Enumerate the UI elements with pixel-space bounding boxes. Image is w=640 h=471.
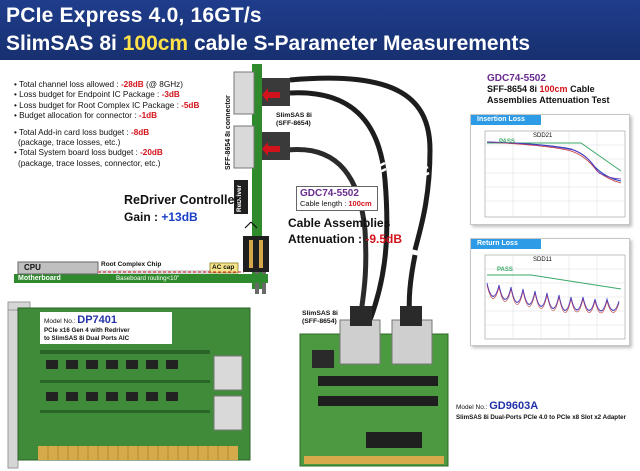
- pcie-slot-contact: [249, 240, 253, 268]
- spec-item: • Loss budget for Endpoint IC Package : …: [14, 90, 180, 100]
- spec-item: • Total System board loss budget : -20dB: [14, 148, 163, 158]
- sdd21-curve: [486, 141, 622, 184]
- cable-plug: [350, 306, 372, 326]
- slimsas-top-label: SlimSAS 8i(SFF-8654): [276, 112, 312, 127]
- header-title-line1: PCIe Express 4.0, 16GT/s: [6, 4, 262, 27]
- loss-budget-list: • Total channel loss allowed : -28dB (@ …: [14, 80, 199, 169]
- model-label-right: Model No.: GD9603A SlimSAS 8i Dual-Ports…: [456, 400, 626, 421]
- motherboard-label: Motherboard: [18, 275, 61, 282]
- cpu-chip: [17, 261, 99, 275]
- spec-item: • Total Add-in card loss budget : -8dB: [14, 127, 150, 137]
- return-loss-tab: Return Loss: [471, 239, 541, 249]
- bracket: [7, 301, 19, 469]
- cpu-label: CPU: [24, 263, 41, 272]
- pass-limit-line: [487, 274, 622, 290]
- slimsas-port: [213, 355, 243, 391]
- insertion-loss-tab: Insertion Loss: [471, 115, 541, 125]
- spec-item: • Total channel loss allowed : -28dB (@ …: [14, 80, 183, 89]
- cable-length: Cable length : 100cm: [300, 199, 372, 208]
- insertion-pass-label: PASS: [499, 139, 515, 145]
- adapter-gold-edge: [304, 456, 444, 464]
- cable-break-mark: [374, 161, 387, 176]
- adapter-slot: [318, 376, 438, 386]
- header-highlight: 100cm: [122, 32, 189, 55]
- red-arrow-icon: [262, 142, 280, 156]
- redriver-chip: [234, 180, 248, 214]
- redriver-title: ReDriver Controller: [124, 193, 240, 207]
- pcie-slot: [243, 236, 269, 272]
- sdd11-curve: [486, 284, 620, 314]
- return-loss-plot: [484, 254, 626, 340]
- redriver-gain: Gain : +13dB: [124, 210, 198, 224]
- aic-components: [40, 350, 210, 413]
- connector-top: [233, 71, 255, 115]
- model-number-right: GD9603A: [489, 400, 539, 412]
- slimsas-port: [213, 395, 243, 431]
- cable-break-mark: [417, 165, 430, 180]
- cable-plug: [400, 306, 422, 326]
- test-title: GDC74-5502 SFF-8654 8i 100cm Cable Assem…: [487, 73, 610, 105]
- ac-cap-label: AC cap: [212, 264, 235, 271]
- cable-bottom: [287, 147, 369, 323]
- connector-bottom: [233, 125, 255, 169]
- baseboard-label: Baseboard routing<10": [116, 275, 180, 282]
- ac-cap-box: [209, 262, 239, 274]
- page-header: PCIe Express 4.0, 16GT/s SlimSAS 8i 100c…: [0, 0, 640, 60]
- test-model: GDC74-5502: [487, 73, 546, 84]
- redriver-arrow: [244, 221, 258, 229]
- cable-right-top: [289, 75, 433, 251]
- cable-top: [289, 90, 390, 321]
- model-label-left: Model No.: DP7401 PCIe x16 Gen 4 with Re…: [44, 314, 130, 342]
- connector-label: SFF-8654 8i connector: [225, 95, 232, 170]
- cable-attenuation: Cable Assemblies Attenuation : -9.5dB: [288, 216, 403, 246]
- adapter-connector: [391, 319, 433, 365]
- root-complex-label: Root Complex Chip: [101, 261, 162, 268]
- insertion-loss-panel: Insertion Loss SDD21 PASS: [470, 114, 630, 225]
- red-arrow-icon: [262, 88, 280, 102]
- insertion-plot-title: SDD21: [533, 133, 553, 139]
- return-pass-label: PASS: [497, 267, 513, 273]
- adapter-slot: [318, 396, 438, 406]
- adapter-connector: [339, 319, 381, 365]
- motherboard: [14, 274, 268, 283]
- gold-finger-lines: [47, 446, 229, 460]
- sdd11-curve: [486, 283, 620, 311]
- spec-item: (package, trace losses, etc.): [18, 138, 121, 148]
- riser-card: [252, 64, 262, 289]
- return-plot-title: SDD11: [533, 257, 552, 263]
- return-loss-panel: Return Loss SDD11 PASS: [470, 238, 630, 346]
- adapter-chip: [312, 350, 334, 368]
- spec-item: (package, trace losses, connector, etc.): [18, 158, 161, 168]
- model-number-left: DP7401: [77, 314, 118, 326]
- sdd21-curve: [486, 141, 622, 180]
- slimsas-bottom-label: SlimSAS 8i(SFF-8654): [302, 310, 338, 325]
- cable-model: GDC74-5502: [300, 188, 359, 199]
- redriver-callout: ReDriver Controller Gain : +13dB: [124, 193, 239, 224]
- cable-spec-box: GDC74-5502 Cable length : 100cm: [296, 186, 378, 211]
- pcie-slot-contact: [259, 240, 263, 268]
- spec-item: • Loss budget for Root Complex IC Packag…: [14, 100, 200, 110]
- header-title-line2: SlimSAS 8i 100cm cable S-Parameter Measu…: [6, 32, 531, 55]
- insertion-loss-plot: [484, 130, 626, 218]
- adapter-bottom-slot: [366, 432, 422, 448]
- spec-item: • Budget allocation for connector : -1dB: [14, 111, 158, 121]
- aic-label-area: [40, 312, 172, 344]
